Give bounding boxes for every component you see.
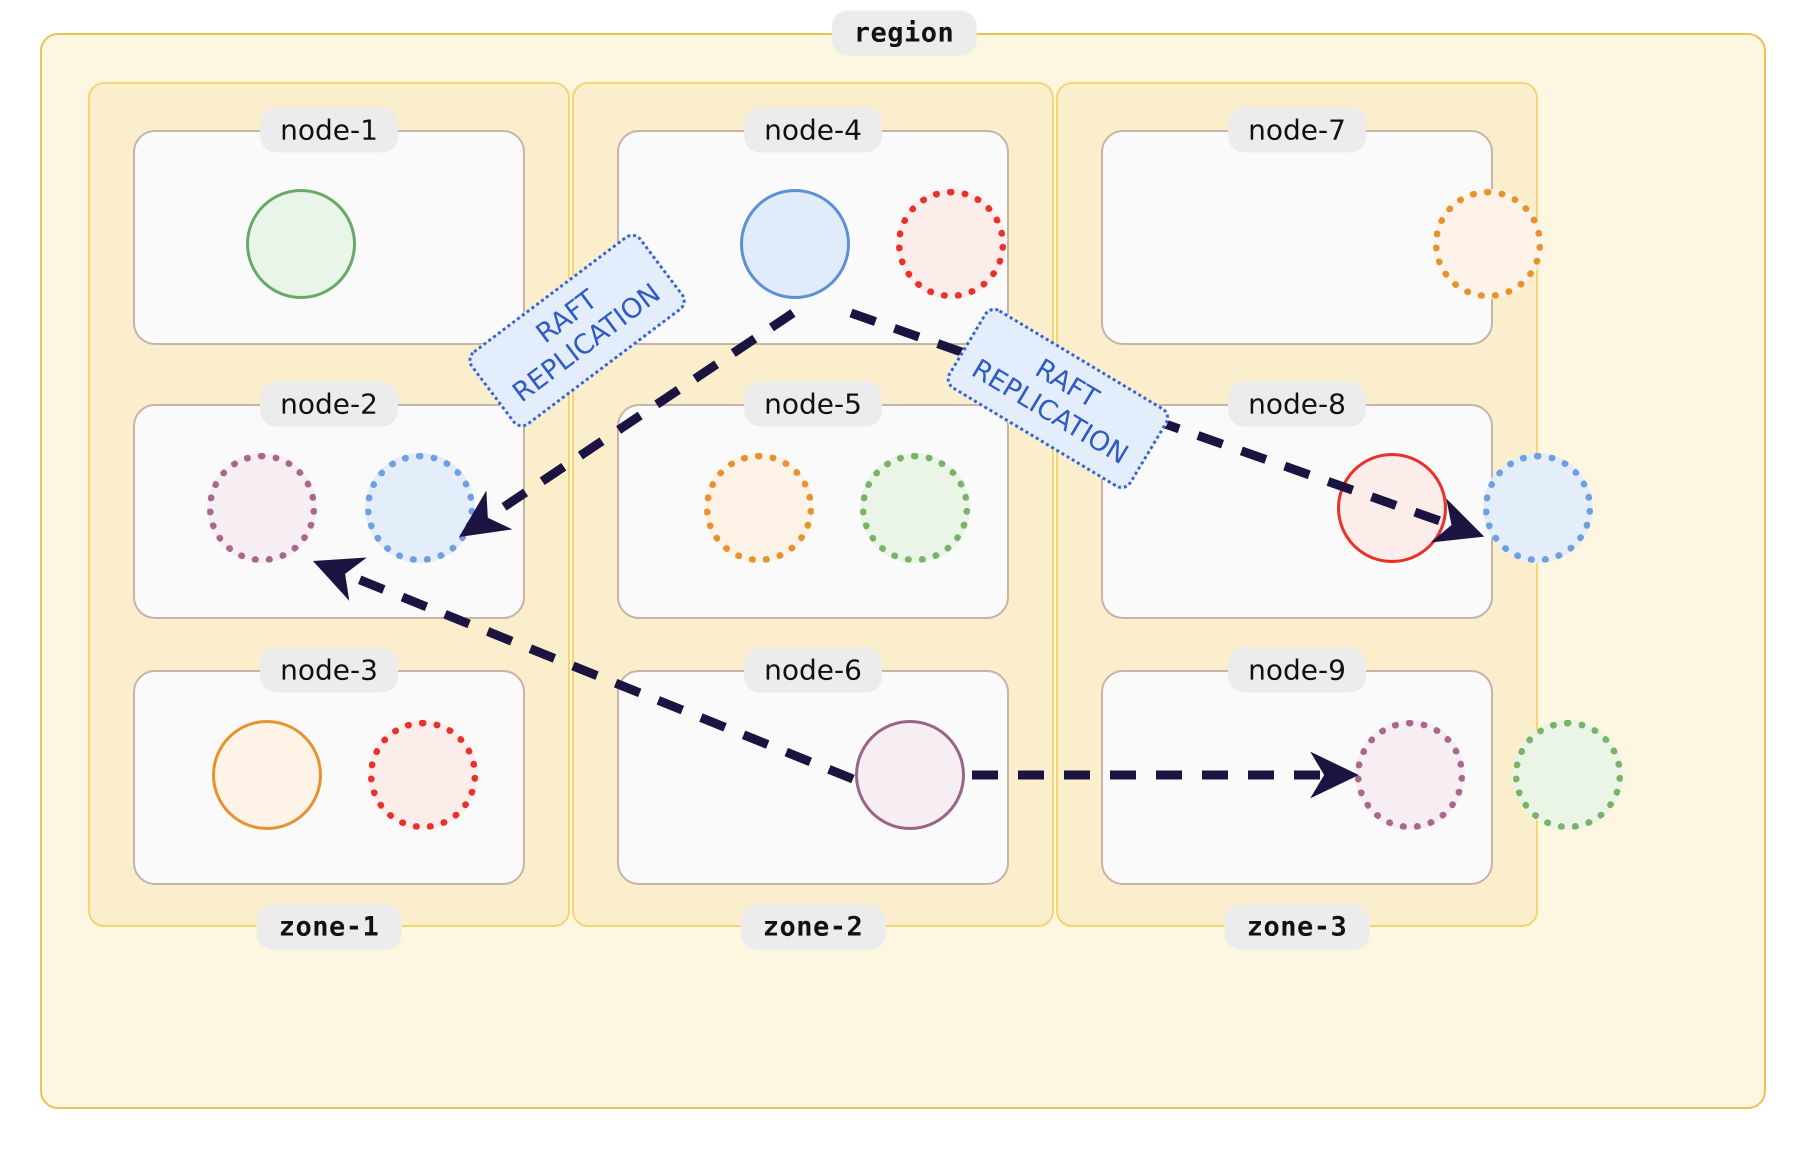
replica-node-2-1[interactable] [365,453,475,563]
node-label-node-5: node-5 [744,381,882,427]
replica-node-5-0[interactable] [704,453,814,563]
replica-node-1-0[interactable] [246,189,356,299]
replica-node-7-0[interactable] [1433,189,1543,299]
replica-node-9-0[interactable] [1355,720,1465,830]
replica-node-3-1[interactable] [368,720,478,830]
node-label-node-9: node-9 [1228,647,1366,693]
replica-node-6-0[interactable] [855,720,965,830]
replica-node-3-0[interactable] [212,720,322,830]
node-label-node-4: node-4 [744,107,882,153]
replica-node-2-0[interactable] [207,453,317,563]
node-label-node-8: node-8 [1228,381,1366,427]
node-label-node-2: node-2 [260,381,398,427]
replica-node-9-1[interactable] [1513,720,1623,830]
zone-label-zone-2: zone-2 [740,904,886,950]
replica-node-5-1[interactable] [860,453,970,563]
replica-node-8-1[interactable] [1483,453,1593,563]
replica-node-4-0[interactable] [740,189,850,299]
node-label-node-1: node-1 [260,107,398,153]
node-label-node-3: node-3 [260,647,398,693]
node-label-node-6: node-6 [744,647,882,693]
zone-label-zone-1: zone-1 [256,904,402,950]
replica-node-4-1[interactable] [896,189,1006,299]
node-label-node-7: node-7 [1228,107,1366,153]
replica-node-8-0[interactable] [1337,453,1447,563]
zone-label-zone-3: zone-3 [1224,904,1370,950]
region-label: region [831,10,977,56]
